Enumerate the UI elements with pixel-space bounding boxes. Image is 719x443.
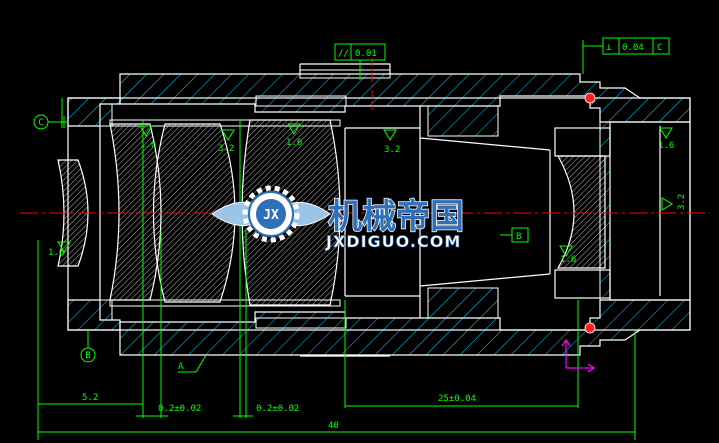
- ucs-axis-icon: [561, 338, 596, 373]
- datum-b-label: B: [85, 351, 90, 361]
- datum-a-leader: [178, 354, 207, 373]
- roughness-3: 1.6: [286, 138, 302, 148]
- dimension-gap-1: 0.2±0.02: [158, 404, 201, 414]
- roughness-5: 1.6: [658, 141, 674, 151]
- datum-b-box-label: B: [516, 232, 521, 242]
- roughness-symbols: [57, 123, 673, 257]
- roughness-1: 1.6: [140, 140, 156, 150]
- parallelism-value: 0.01: [355, 49, 377, 59]
- roughness-8: 1.6: [48, 248, 64, 258]
- roughness-7: 1.6: [560, 255, 576, 265]
- datum-b-marker: [80, 330, 96, 363]
- datum-c-marker: [33, 114, 68, 130]
- dimension-25: 25±0.04: [438, 394, 476, 404]
- dimension-5-2: 5.2: [82, 393, 98, 403]
- roughness-2: 3.2: [218, 144, 234, 154]
- dimension-overall: 40: [328, 421, 339, 431]
- perpendicularity-tolerance-frame: ⊥ 0.04 C: [583, 37, 670, 55]
- extension-lines: [37, 40, 636, 440]
- roughness-4: 3.2: [384, 145, 400, 155]
- emblem-text: JX: [263, 208, 279, 223]
- watermark-logo: JX 机械帝国 JXDIGUO.COM: [211, 185, 465, 251]
- dimension-lines: [38, 403, 635, 433]
- housing-top: [67, 63, 691, 127]
- datum-a-label: A: [178, 362, 184, 372]
- spacer-rings: [109, 69, 391, 329]
- perpendicularity-symbol-icon: ⊥: [606, 43, 612, 53]
- dimension-gap-2: 0.2±0.02: [256, 404, 299, 414]
- roughness-6: 3.2: [677, 194, 687, 210]
- gear-wings-logo-icon: JX: [211, 185, 331, 243]
- watermark-latin-text: JXDIGUO.COM: [325, 232, 461, 251]
- perpendicularity-datum: C: [657, 43, 662, 53]
- watermark-chinese-text: 机械帝国: [328, 197, 464, 237]
- parallelism-tolerance-frame: // 0.01: [334, 43, 386, 80]
- o-ring-seals: [584, 92, 596, 334]
- datum-c-label: C: [38, 118, 43, 128]
- rear-lens: [556, 155, 606, 269]
- parallelism-symbol-icon: //: [338, 49, 349, 59]
- datum-b-box: [500, 227, 529, 243]
- perpendicularity-value: 0.04: [622, 43, 644, 53]
